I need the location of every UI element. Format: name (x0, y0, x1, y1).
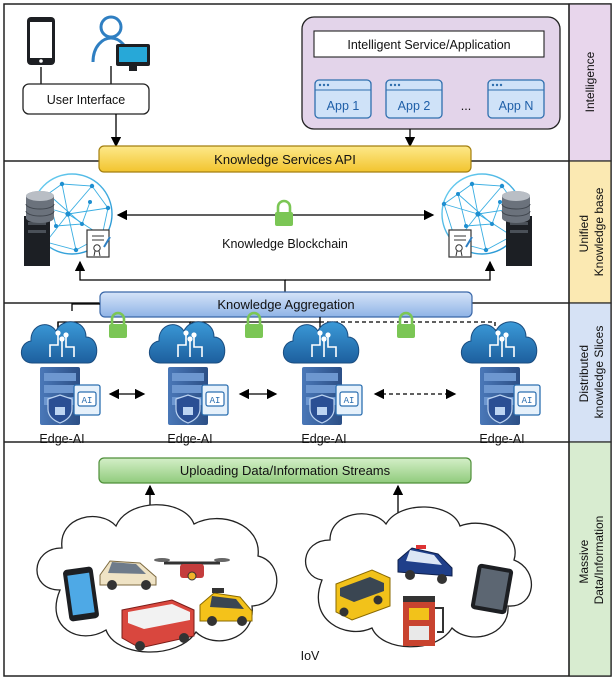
database-server-icon (501, 190, 533, 267)
app-tile[interactable]: App 2 (385, 79, 443, 119)
knowledge-aggregation-label: Knowledge Aggregation (217, 297, 354, 312)
database-server-icon (23, 190, 55, 267)
service-title-box (313, 30, 545, 58)
app-tile[interactable]: App 1 (314, 79, 372, 119)
knowledge-services-api-bar (98, 145, 472, 173)
edge-ai-node: AI (282, 321, 363, 426)
user-interface-label: User Interface (47, 93, 126, 107)
taxi-icon (199, 588, 253, 626)
knowledge-services-api-label: Knowledge Services API (214, 152, 356, 167)
user-computer-icon (91, 15, 150, 71)
bus-icon (335, 569, 391, 621)
fuel-pump-icon (403, 596, 444, 646)
edge-ai-label: Edge-AI (39, 432, 84, 446)
service-title: Intelligent Service/Application (347, 38, 510, 52)
edge-ai-label: Edge-AI (479, 432, 524, 446)
ai-badge: AI (344, 396, 355, 406)
side-label-distributed: Distributed knowledge Slices (577, 326, 606, 419)
ai-badge: AI (82, 396, 93, 406)
ai-badge: AI (210, 396, 221, 406)
smartphone-icon (63, 566, 99, 622)
knowledge-blockchain-label: Knowledge Blockchain (222, 237, 348, 251)
certificate-icon (86, 229, 111, 258)
edge-ai-label: Edge-AI (301, 432, 346, 446)
side-label-intelligence: Intelligence (583, 51, 597, 112)
edge-ai-node: AI (20, 321, 101, 426)
certificate-icon (448, 229, 473, 258)
edge-ai-node: AI (148, 321, 229, 426)
apps-ellipsis: ... (461, 99, 471, 113)
uploading-streams-bar (98, 457, 472, 484)
bus-icon (121, 599, 195, 651)
layer-side-bands (568, 3, 612, 677)
ai-badge: AI (522, 396, 533, 406)
smartphone-icon (27, 17, 55, 65)
edge-ai-label: Edge-AI (167, 432, 212, 446)
app-tile[interactable]: App N (487, 79, 545, 119)
side-label-knowledge-base: Unified Knowledge base (577, 187, 606, 276)
police-car-icon (397, 545, 453, 584)
side-label-massive-data: Massive Data/Information (577, 516, 606, 605)
tablet-icon (470, 563, 514, 615)
edge-ai-node: AI (460, 321, 541, 426)
app-label: App 2 (398, 99, 431, 113)
uploading-streams-label: Uploading Data/Information Streams (180, 463, 391, 478)
app-label: App 1 (327, 99, 360, 113)
drone-icon (154, 558, 230, 581)
car-icon (99, 560, 157, 590)
app-label: App N (499, 99, 534, 113)
user-interface-box (22, 83, 150, 115)
iov-label: IoV (301, 649, 320, 663)
